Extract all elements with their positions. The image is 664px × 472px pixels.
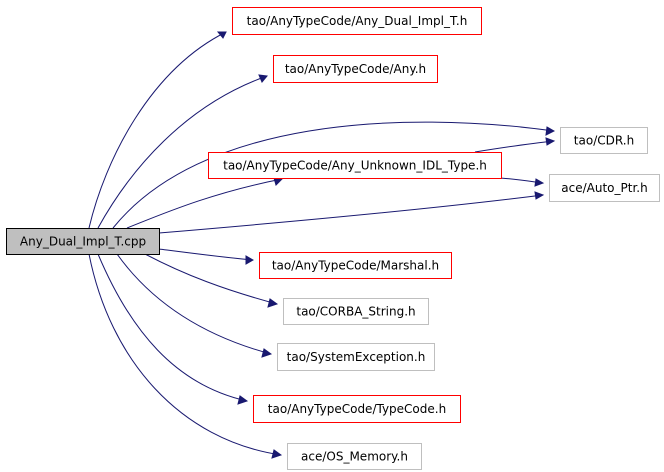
node-label: ace/Auto_Ptr.h — [561, 181, 647, 195]
node-any-dual-impl-t-h[interactable]: tao/AnyTypeCode/Any_Dual_Impl_T.h — [232, 7, 482, 35]
edge-root-to-auto-ptr-h — [158, 191, 545, 234]
edge-arrowhead — [237, 395, 249, 405]
edge-root-to-marshal-h — [158, 248, 255, 265]
node-label: tao/SystemException.h — [287, 350, 426, 364]
node-box — [277, 343, 435, 371]
edge-arrowhead — [545, 126, 556, 136]
node-box — [6, 228, 160, 255]
nodes-layer: Any_Dual_Impl_T.cpp tao/AnyTypeCode/Any_D… — [6, 7, 660, 470]
edge-arrowhead — [534, 191, 545, 200]
edge-line — [88, 31, 227, 229]
node-corba-string-h[interactable]: tao/CORBA_String.h — [283, 298, 429, 325]
edge-any-unknown-idl-type-h-to-auto-ptr-h — [499, 177, 545, 187]
edge-arrowhead — [216, 31, 227, 39]
node-root[interactable]: Any_Dual_Impl_T.cpp — [6, 228, 160, 255]
edge-line — [144, 253, 278, 305]
node-system-exception-h[interactable]: tao/SystemException.h — [277, 343, 435, 371]
node-box — [283, 298, 429, 325]
node-box — [208, 152, 502, 179]
edge-line — [126, 178, 283, 229]
node-marshal-h[interactable]: tao/AnyTypeCode/Marshal.h — [259, 252, 452, 279]
node-box — [549, 174, 660, 202]
node-any-unknown-idl-type-h[interactable]: tao/AnyTypeCode/Any_Unknown_IDL_Type.h — [208, 152, 502, 179]
node-typecode-h[interactable]: tao/AnyTypeCode/TypeCode.h — [253, 395, 461, 423]
node-os-memory-h[interactable]: ace/OS_Memory.h — [287, 443, 422, 470]
edge-arrowhead — [245, 255, 255, 265]
node-auto-ptr-h[interactable]: ace/Auto_Ptr.h — [549, 174, 660, 202]
edge-arrowhead — [271, 449, 283, 459]
edge-arrowhead — [258, 74, 268, 83]
edge-arrowhead — [267, 298, 279, 308]
node-box — [287, 443, 422, 470]
node-box — [273, 55, 438, 83]
edges-layer — [88, 31, 556, 459]
edge-root-to-os-memory-h — [88, 253, 283, 459]
node-label: tao/AnyTypeCode/Any_Dual_Impl_T.h — [247, 14, 468, 28]
node-label: tao/CORBA_String.h — [296, 305, 415, 319]
node-box — [253, 395, 461, 423]
node-box — [259, 252, 452, 279]
edge-root-to-any-unknown-idl-type-h — [126, 177, 284, 229]
edge-line — [158, 248, 254, 261]
edge-root-to-any-dual-impl-t-h — [88, 31, 227, 229]
edge-line — [88, 253, 282, 456]
edge-arrowhead — [534, 178, 545, 187]
edge-line — [97, 253, 248, 402]
node-label: Any_Dual_Impl_T.cpp — [20, 235, 146, 249]
edge-root-to-cdr-h — [112, 121, 556, 229]
edge-line — [112, 121, 555, 229]
edge-line — [474, 140, 555, 153]
node-label: ace/OS_Memory.h — [301, 450, 408, 464]
edge-line — [116, 253, 272, 355]
edge-arrowhead — [273, 177, 284, 186]
edge-root-to-typecode-h — [97, 253, 249, 405]
edge-arrowhead — [261, 348, 273, 358]
node-box — [232, 7, 482, 35]
edge-root-to-corba-string-h — [144, 253, 279, 308]
node-label: tao/AnyTypeCode/Marshal.h — [272, 259, 439, 273]
edge-line — [97, 75, 268, 229]
node-any-h[interactable]: tao/AnyTypeCode/Any.h — [273, 55, 438, 83]
node-label: tao/AnyTypeCode/Any_Unknown_IDL_Type.h — [223, 159, 487, 173]
node-label: tao/AnyTypeCode/TypeCode.h — [268, 402, 446, 416]
edge-arrowhead — [545, 137, 556, 146]
node-box — [560, 127, 648, 154]
edge-root-to-system-exception-h — [116, 253, 273, 358]
edge-line — [158, 194, 544, 234]
node-label: tao/AnyTypeCode/Any.h — [285, 62, 426, 76]
edge-root-to-any-h — [97, 74, 268, 229]
node-cdr-h[interactable]: tao/CDR.h — [560, 127, 648, 154]
node-label: tao/CDR.h — [574, 134, 634, 148]
edge-any-unknown-idl-type-h-to-cdr-h — [474, 137, 556, 153]
